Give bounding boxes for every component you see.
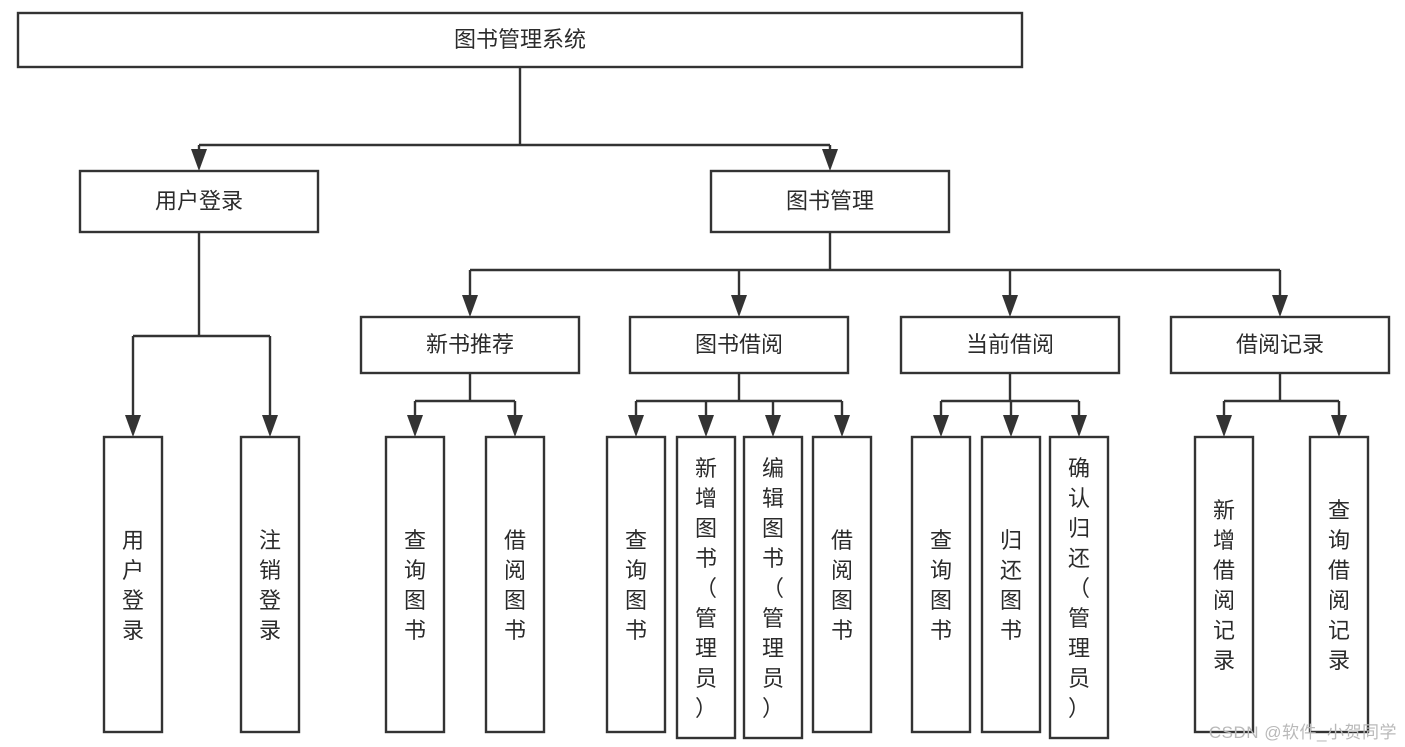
node-label: 查询图书 — [404, 528, 426, 643]
node-l3_a1[interactable]: 用户登录 — [102, 435, 164, 734]
node-l3_c1[interactable]: 查询图书 — [605, 435, 667, 734]
node-label: 新书推荐 — [426, 332, 514, 357]
node-l3_e2[interactable]: 查询借阅记录 — [1308, 435, 1370, 734]
node-label: 用户登录 — [155, 188, 243, 213]
node-l2_current[interactable]: 当前借阅 — [899, 315, 1121, 375]
node-l3_b1[interactable]: 查询图书 — [384, 435, 446, 734]
node-label: 借阅图书 — [831, 528, 853, 643]
edge-group-l2_borrow — [628, 373, 850, 437]
node-label: 图书管理 — [786, 188, 874, 213]
node-label: 注销登录 — [259, 528, 281, 643]
node-label: 查询图书 — [930, 528, 952, 643]
node-l1_book[interactable]: 图书管理 — [709, 169, 951, 234]
edge-group-l2_new — [407, 373, 523, 437]
node-l3_a2[interactable]: 注销登录 — [239, 435, 301, 734]
node-label: 借阅图书 — [504, 528, 526, 643]
node-l3_c2[interactable]: 新增图书（管理员） — [675, 435, 737, 740]
node-l1_user[interactable]: 用户登录 — [78, 169, 320, 234]
node-l3_e1[interactable]: 新增借阅记录 — [1193, 435, 1255, 734]
node-l3_d1[interactable]: 查询图书 — [910, 435, 972, 734]
edge-group-l2_current — [933, 373, 1087, 437]
edge-group-l1_book — [462, 232, 1288, 317]
node-l3_b2[interactable]: 借阅图书 — [484, 435, 546, 734]
node-l3_d2[interactable]: 归还图书 — [980, 435, 1042, 734]
node-l3_d3[interactable]: 确认归还（管理员） — [1048, 435, 1110, 740]
node-l2_borrow[interactable]: 图书借阅 — [628, 315, 850, 375]
node-label: 编辑图书（管理员） — [762, 456, 784, 721]
node-l2_new[interactable]: 新书推荐 — [359, 315, 581, 375]
node-l2_record[interactable]: 借阅记录 — [1169, 315, 1391, 375]
node-label: 用户登录 — [122, 528, 144, 643]
edge-group-l1_user — [125, 232, 278, 437]
edge-group-l2_record — [1216, 373, 1347, 437]
node-label: 确认归还（管理员） — [1068, 456, 1090, 721]
node-layer: 图书管理系统用户登录图书管理新书推荐图书借阅当前借阅借阅记录用户登录注销登录查询… — [16, 11, 1391, 740]
node-l3_c3[interactable]: 编辑图书（管理员） — [742, 435, 804, 740]
node-label: 借阅记录 — [1236, 332, 1324, 357]
edge-layer — [125, 67, 1347, 437]
edge-group-root — [191, 67, 838, 171]
node-label: 查询借阅记录 — [1328, 498, 1350, 673]
node-label: 图书借阅 — [695, 332, 783, 357]
node-label: 新增图书（管理员） — [695, 456, 717, 721]
node-label: 查询图书 — [625, 528, 647, 643]
node-label: 归还图书 — [1000, 528, 1022, 643]
node-label: 图书管理系统 — [454, 27, 586, 52]
node-l3_c4[interactable]: 借阅图书 — [811, 435, 873, 734]
node-label: 当前借阅 — [966, 332, 1054, 357]
node-root[interactable]: 图书管理系统 — [16, 11, 1024, 69]
node-label: 新增借阅记录 — [1213, 498, 1235, 673]
